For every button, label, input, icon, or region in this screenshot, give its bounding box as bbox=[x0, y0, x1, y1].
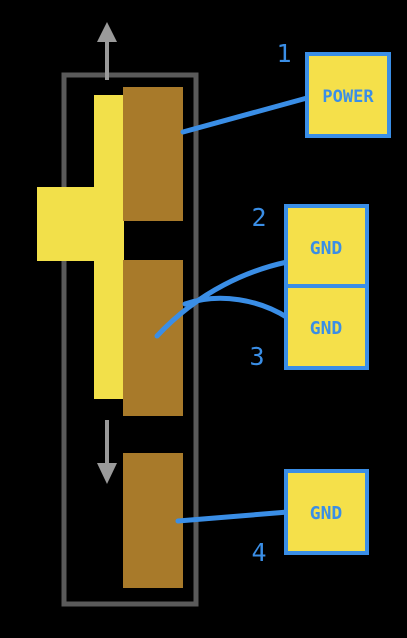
label-box-power: POWER bbox=[305, 52, 391, 138]
label-gnd-2-text: GND bbox=[310, 238, 343, 259]
pin-number-3: 3 bbox=[249, 342, 264, 371]
label-box-gnd-4: GND bbox=[284, 469, 369, 555]
slider-bar bbox=[94, 95, 124, 399]
label-box-gnd-3: GND bbox=[284, 284, 369, 370]
down-arrow-icon bbox=[97, 420, 117, 484]
pin-number-4: 4 bbox=[251, 538, 266, 567]
contact-pad-1 bbox=[123, 87, 183, 221]
contact-pad-3 bbox=[123, 453, 183, 588]
contact-pad-2 bbox=[123, 260, 183, 416]
pin-number-1: 1 bbox=[276, 39, 291, 68]
label-gnd-4-text: GND bbox=[310, 503, 343, 524]
slider-actuator bbox=[37, 95, 124, 399]
up-arrow-icon bbox=[97, 22, 117, 80]
wire-gnd-4 bbox=[175, 509, 291, 524]
pin-number-2: 2 bbox=[251, 203, 266, 232]
wire-gnd-3 bbox=[182, 295, 291, 321]
label-box-gnd-2: GND bbox=[284, 204, 369, 290]
label-gnd-3-text: GND bbox=[310, 318, 343, 339]
slider-knob bbox=[37, 187, 97, 261]
switch-housing bbox=[61, 72, 199, 607]
wire-gnd-2 bbox=[154, 259, 290, 339]
label-power-text: POWER bbox=[322, 87, 374, 107]
wire-power bbox=[180, 95, 310, 135]
